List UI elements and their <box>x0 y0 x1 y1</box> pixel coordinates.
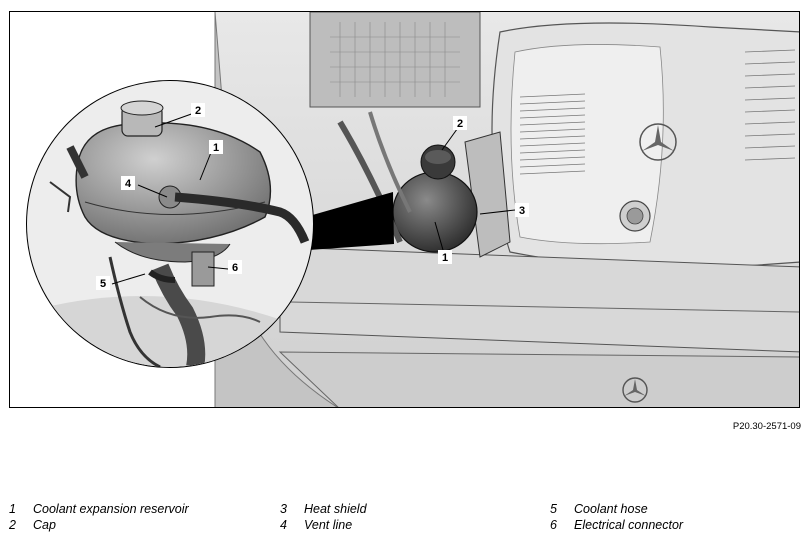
callouts-main: 2 3 1 <box>438 116 529 264</box>
legend-number: 3 <box>280 502 287 516</box>
legend-item-2: 2 Cap <box>9 518 56 532</box>
legend-number: 4 <box>280 518 287 532</box>
callout-main-2: 2 <box>457 118 463 130</box>
engine-bay-background <box>10 12 799 407</box>
figure-id: P20.30-2571-09 <box>732 421 801 432</box>
coolant-reservoir-main <box>392 144 478 253</box>
legend-item-5: 5 Coolant hose <box>550 502 648 516</box>
engine-bay-illustration: 2 3 1 2 1 4 5 6 <box>9 11 800 408</box>
star-emblem-icon <box>639 123 677 161</box>
legend-number: 5 <box>550 502 557 516</box>
legend-number: 2 <box>9 518 16 532</box>
legend-text: Vent line <box>304 518 353 532</box>
callout-inset-6: 6 <box>232 262 238 274</box>
legend-text: Heat shield <box>304 502 367 516</box>
legend-text: Electrical connector <box>574 518 684 532</box>
callout-main-1: 1 <box>442 252 448 264</box>
legend-item-6: 6 Electrical connector <box>550 518 683 532</box>
legend-text: Cap <box>33 518 56 532</box>
callouts-inset: 2 1 4 5 6 <box>96 103 242 290</box>
legend-text: Coolant hose <box>574 502 648 516</box>
legend-item-4: 4 Vent line <box>280 518 352 532</box>
callout-inset-2: 2 <box>195 105 201 117</box>
callout-main-3: 3 <box>519 205 525 217</box>
callout-inset-1: 1 <box>213 142 219 154</box>
legend-text: Coolant expansion reservoir <box>33 502 189 516</box>
legend-item-3: 3 Heat shield <box>280 502 367 516</box>
legend-item-1: 1 Coolant expansion reservoir <box>9 502 189 516</box>
inset-detail-view <box>26 80 314 368</box>
callout-inset-5: 5 <box>100 278 106 290</box>
front-emblem-icon <box>622 377 648 403</box>
legend-number: 6 <box>550 518 557 532</box>
callout-inset-4: 4 <box>125 178 132 190</box>
legend-number: 1 <box>9 502 16 516</box>
